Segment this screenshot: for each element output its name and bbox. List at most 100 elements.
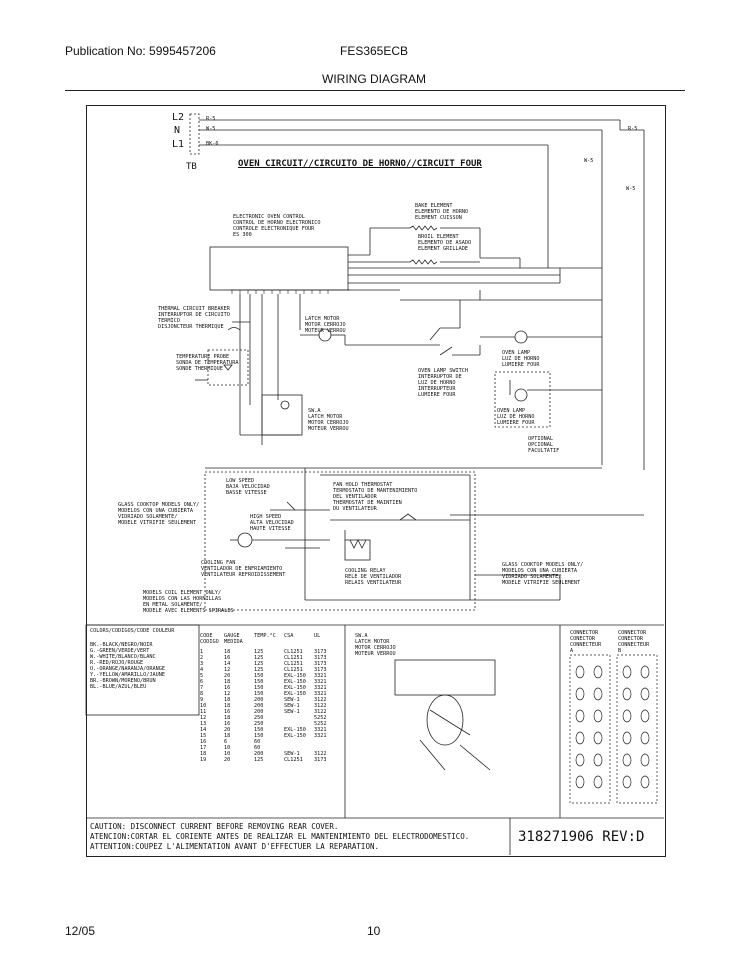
gauge-cell: 5 (200, 673, 204, 679)
gauge-cell: 10 (200, 703, 207, 709)
glass-cooktop-label-2: GLASS COOKTOP MODELS ONLY/ MODELOS CON U… (502, 562, 584, 586)
gauge-cell: 20 (224, 727, 231, 733)
gauge-cell: 250 (254, 715, 264, 721)
gauge-cell: 15 (200, 733, 207, 739)
latch-motor-label: LATCH MOTOR MOTOR CERROJO MOTEUR VERROU (305, 316, 346, 334)
gauge-cell: 19 (200, 757, 207, 763)
part-number: 318271906 REV:D (518, 829, 645, 845)
low-speed-label: LOW SPEED BAJA VELOCIDAD BASSE VITESSE (226, 478, 270, 496)
high-speed-label: HIGH SPEED ALTA VELOCIDAD HAUTE VITESSE (250, 514, 294, 532)
gauge-cell: 150 (254, 691, 264, 697)
gauge-cell: 150 (254, 727, 264, 733)
gauge-row: 16 6 60 (200, 739, 334, 745)
gauge-cell: 250 (254, 721, 264, 727)
gauge-cell: 18 (224, 649, 231, 655)
gauge-cell: 3122 (314, 697, 327, 703)
gauge-cell: 125 (254, 661, 264, 667)
gauge-cell: 200 (254, 709, 264, 715)
gauge-cell: EXL-150 (284, 673, 306, 679)
gauge-cell: 5252 (314, 721, 327, 727)
gauge-cell: 12 (224, 667, 231, 673)
gauge-cell: 18 (224, 733, 231, 739)
gauge-cell: 16 (200, 739, 207, 745)
gauge-cell: 14 (224, 661, 231, 667)
gauge-cell: 3173 (314, 667, 327, 673)
publication-number: Publication No: 5995457206 (65, 44, 216, 58)
oven-lamp-2-label: OVEN LAMP LUZ DE HORNO LUMIERE FOUR (497, 408, 535, 426)
gauge-cell: 60 (254, 739, 261, 745)
tb-label: TB (186, 162, 197, 172)
glass-cooktop-label-1: GLASS COOKTOP MODELS ONLY/ MODELOS CON U… (118, 502, 200, 526)
color-row: Y.-YELLOW/AMARILLO/JAUNE (90, 672, 165, 678)
gauge-cell: 10 (224, 751, 231, 757)
gauge-cell: 3122 (314, 709, 327, 715)
gauge-cell: 1 (200, 649, 204, 655)
model-number: FES365ECB (340, 44, 409, 58)
wire-label: BK-6 (206, 141, 219, 147)
gauge-cell: 18 (224, 697, 231, 703)
caution-block: CAUTION: DISCONNECT CURRENT BEFORE REMOV… (90, 822, 469, 852)
cooling-relay-label: COOLING RELAY RELE DE VENTILADOR RELAIS … (345, 568, 402, 586)
gauge-cell: 200 (254, 751, 264, 757)
gauge-cell: SEW-1 (284, 751, 300, 757)
gauge-cell: CL1251 (284, 649, 303, 655)
color-row: O.-ORANGE/NARANJA/ORANGE (90, 666, 165, 672)
thermal-breaker-label: THERMAL CIRCUIT BREAKER INTERRUPTOR DE C… (158, 306, 230, 330)
gauge-cell: SEW-1 (284, 697, 300, 703)
gauge-cell: 8 (200, 691, 204, 697)
gauge-cell: SEW-1 (284, 703, 300, 709)
gauge-cell: 125 (254, 649, 264, 655)
gauge-cell: 20 (224, 673, 231, 679)
gauge-cell: 3321 (314, 679, 327, 685)
caution-line-3: ATTENTION:COUPEZ L'ALIMENTATION AVANT D'… (90, 842, 379, 851)
gauge-cell: 16 (224, 721, 231, 727)
gauge-cell: CL1251 (284, 661, 303, 667)
gauge-cell: CL1251 (284, 757, 303, 763)
swa-detail-label: SW.A LATCH MOTOR MOTOR CERROJO MOTEUR VE… (355, 633, 396, 657)
coil-element-label: MODELS COIL ELEMENT ONLY/ MODELOS CON LA… (143, 590, 234, 614)
wire-label: R-5 (628, 126, 638, 132)
wire-label: W-5 (626, 186, 636, 192)
gauge-cell: 3 (200, 661, 204, 667)
oven-lamp-switch-label: OVEN LAMP SWITCH INTERRUPTOR DE LUZ DE H… (418, 368, 468, 398)
gauge-cell: 18 (224, 703, 231, 709)
gauge-cell: 4 (200, 667, 204, 673)
gauge-cell: 200 (254, 703, 264, 709)
gauge-cell: 18 (224, 715, 231, 721)
gauge-cell: 18 (200, 751, 207, 757)
broil-element-label: BROIL ELEMENT ELEMENTO DE ASADO ELEMENT … (418, 234, 472, 252)
gauge-cell: 7 (200, 685, 204, 691)
gauge-table: CODE CODIGO GAUGE MEDIDA TEMP.°C CSA UL … (200, 633, 334, 763)
gauge-cell: 150 (254, 733, 264, 739)
optional-label: OPTIONAL OPCIONAL FACULTATIF (528, 436, 560, 454)
gauge-cell: 125 (254, 757, 264, 763)
color-row: BR.-BROWN/MORENO/BRUN (90, 678, 156, 684)
colors-table-title: COLORS/CODIGOS/CODE COULEUR (90, 628, 175, 634)
gauge-cell: 6 (224, 739, 228, 745)
gauge-cell: 125 (254, 655, 264, 661)
gauge-cell: 11 (200, 709, 207, 715)
gauge-cell: 2 (200, 655, 204, 661)
gauge-cell: 3321 (314, 685, 327, 691)
color-row: BL.-BLUE/AZUL/BLEU (90, 684, 147, 690)
gauge-cell: 200 (254, 697, 264, 703)
swa-latch-label: SW.A LATCH MOTOR MOTOR CERROJO MOTEUR VE… (308, 408, 349, 432)
gauge-cell: 9 (200, 697, 204, 703)
gauge-cell: 12 (200, 715, 207, 721)
connector-a-label: CONNECTOR CONECTOR CONNECTEUR A (570, 630, 602, 654)
caution-line-2: ATENCION:CORTAR EL CORIENTE ANTES DE REA… (90, 832, 470, 841)
caution-line-1: CAUTION: DISCONNECT CURRENT BEFORE REMOV… (90, 822, 339, 831)
header-rule (65, 90, 685, 91)
